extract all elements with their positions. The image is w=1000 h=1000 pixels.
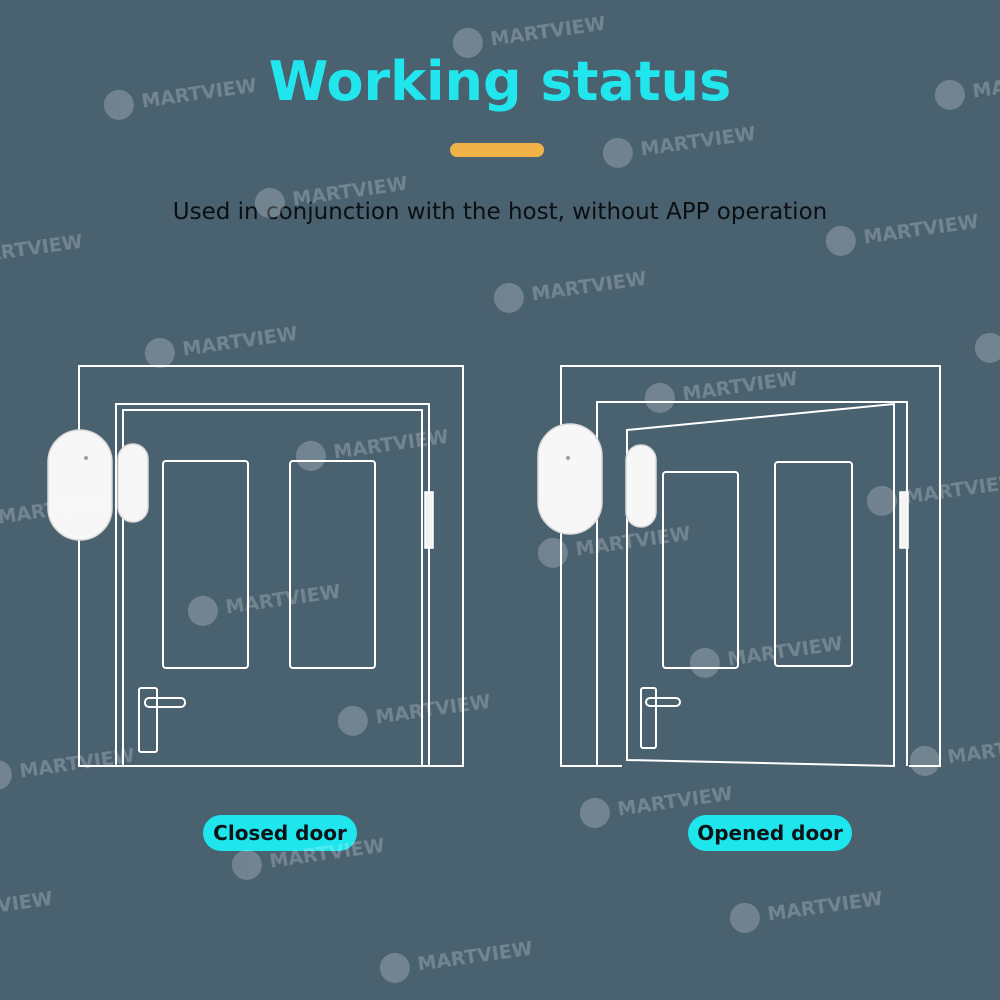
opened-door-leaf — [626, 402, 895, 768]
opened-sensor — [537, 423, 909, 549]
opened-panel-left — [662, 471, 739, 669]
closed-sensor-led — [84, 456, 88, 460]
title-underline — [450, 143, 544, 157]
closed-inner-frame — [115, 403, 430, 766]
page-title: Working status — [268, 50, 732, 113]
closed-sensor — [47, 429, 434, 549]
opened-handle-lever — [645, 697, 681, 707]
opened-panel-right — [774, 461, 853, 667]
page-subtitle: Used in conjunction with the host, witho… — [172, 199, 828, 225]
closed-door-label: Closed door — [203, 815, 357, 851]
closed-sensor-magnet — [117, 443, 149, 523]
opened-handle-plate — [640, 687, 657, 749]
closed-door-scene — [78, 365, 464, 767]
closed-strike-plate — [424, 491, 434, 549]
closed-door-leaf — [122, 409, 423, 766]
closed-handle-lever — [144, 697, 186, 708]
closed-panel-left — [162, 460, 249, 669]
closed-panel-right — [289, 460, 376, 669]
opened-inner-frame — [596, 401, 908, 766]
opened-sensor-led — [566, 456, 570, 460]
opened-sensor-body — [537, 423, 603, 535]
closed-outer-frame — [78, 365, 464, 767]
opened-sensor-magnet — [625, 444, 657, 528]
opened-outer-frame — [560, 365, 941, 767]
opened-door-scene — [560, 365, 941, 768]
closed-handle-plate — [138, 687, 158, 753]
opened-door-label: Opened door — [688, 815, 852, 851]
closed-sensor-body — [47, 429, 113, 541]
opened-strike-plate — [899, 491, 909, 549]
